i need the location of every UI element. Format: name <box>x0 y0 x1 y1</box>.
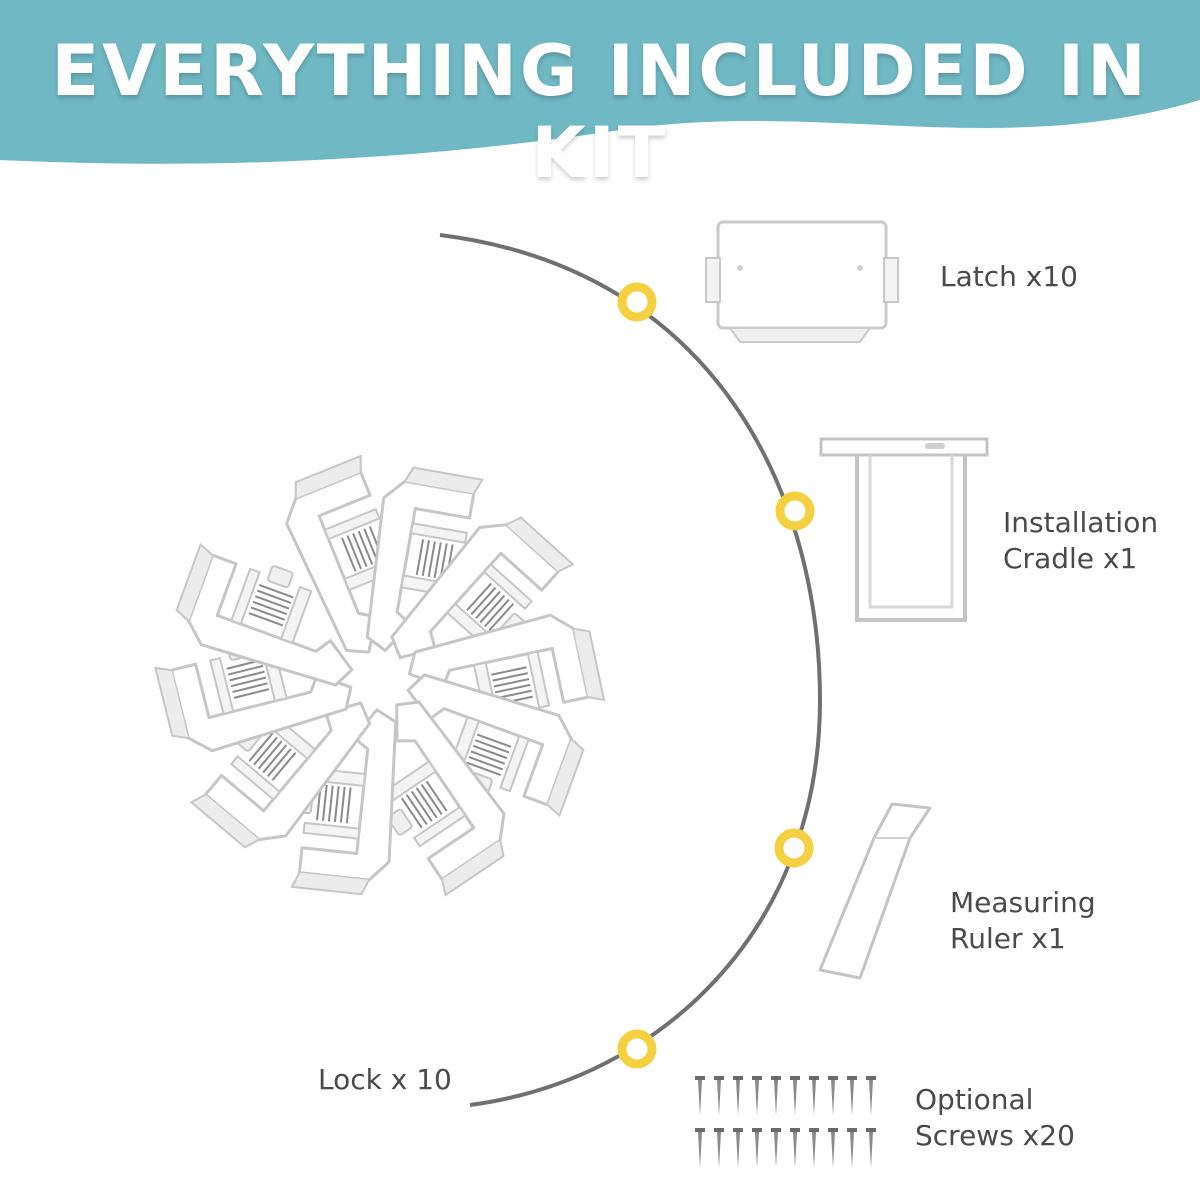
lock-part <box>381 700 506 897</box>
latch-part <box>705 220 899 343</box>
screw <box>790 1128 800 1168</box>
screw <box>809 1128 819 1168</box>
screw <box>771 1076 781 1116</box>
screw <box>733 1128 743 1168</box>
screw <box>695 1128 705 1168</box>
cradle-label: Installation Cradle x1 <box>1003 506 1159 575</box>
screw <box>809 1076 819 1116</box>
cradle-part <box>819 437 989 622</box>
screw <box>866 1128 876 1168</box>
page-title: EVERYTHING INCLUDED IN KIT <box>51 30 1149 194</box>
screws-label: Optional Screws x20 <box>915 1083 1075 1152</box>
lock-label: Lock x 10 <box>318 1063 452 1096</box>
screw <box>733 1076 743 1116</box>
screw <box>828 1076 838 1116</box>
screws-part <box>695 1076 876 1168</box>
screw <box>714 1076 724 1116</box>
ruler-part <box>818 802 932 980</box>
screw <box>828 1128 838 1168</box>
screw <box>790 1076 800 1116</box>
ring-dot <box>617 282 815 1069</box>
lock-part <box>175 542 354 687</box>
screw <box>752 1076 762 1116</box>
ruler-label: Measuring Ruler x1 <box>950 886 1096 955</box>
screw <box>771 1128 781 1168</box>
screw <box>847 1076 857 1116</box>
screw <box>714 1128 724 1168</box>
screw <box>752 1128 762 1168</box>
title-banner <box>0 0 1200 240</box>
lock-part <box>285 454 402 654</box>
locks-ring <box>154 454 606 897</box>
screw <box>695 1076 705 1116</box>
screw <box>866 1076 876 1116</box>
screw <box>847 1128 857 1168</box>
latch-label: Latch x10 <box>940 260 1078 293</box>
